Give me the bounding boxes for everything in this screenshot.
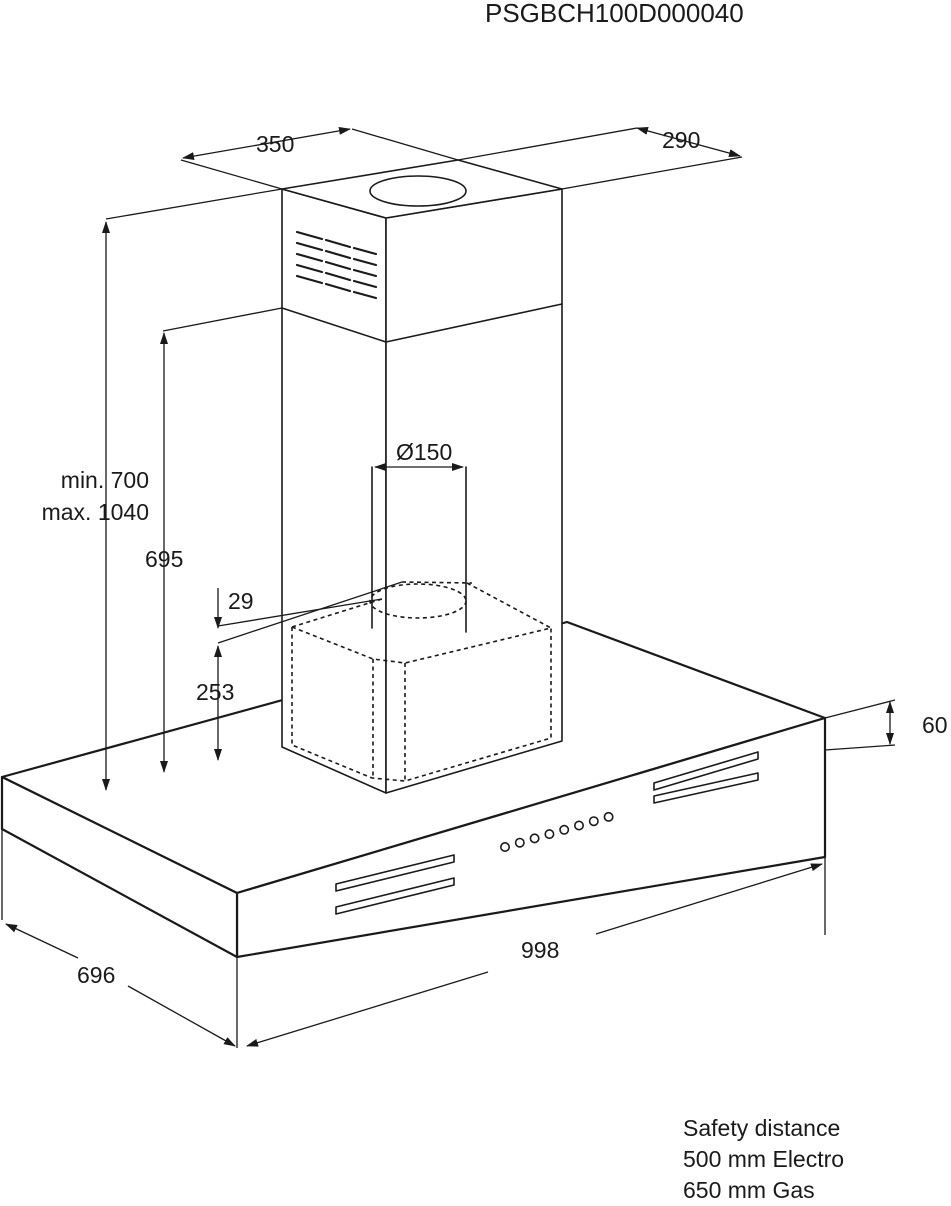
- label-height-695: 695: [145, 546, 183, 572]
- light-strip-right-upper: [653, 751, 759, 791]
- chimney-section-seam: [281, 303, 563, 343]
- chimney-right-face: [385, 188, 563, 794]
- label-offset-29: 29: [228, 588, 254, 614]
- control-button: [514, 837, 525, 848]
- label-width-350: 350: [256, 131, 294, 157]
- light-strip-left-upper: [335, 854, 455, 892]
- bottom-dimensions: [1, 829, 826, 1048]
- chimney: [281, 159, 563, 794]
- light-strip-right-lower: [653, 772, 759, 804]
- label-duct-diameter: Ø150: [396, 439, 452, 465]
- thickness-dimension: [824, 699, 896, 751]
- control-button: [499, 841, 510, 852]
- control-button: [559, 824, 570, 835]
- label-thickness-60: 60: [922, 712, 948, 738]
- label-height-253: 253: [196, 679, 234, 705]
- control-button: [544, 829, 555, 840]
- top-dimensions: [180, 126, 743, 190]
- safety-distance-gas: 650 mm Gas: [683, 1177, 815, 1203]
- depth-696-dim-a: [5, 923, 79, 959]
- label-depth-696: 696: [77, 962, 115, 988]
- width-998-dim-a: [246, 971, 489, 1047]
- control-button: [573, 820, 584, 831]
- label-height-max: max. 1040: [42, 499, 149, 525]
- height-dimensions: [102, 188, 403, 791]
- product-code: PSGBCH100D000040: [485, 0, 744, 28]
- vent-slots: [295, 230, 378, 300]
- depth-290-dim: [636, 127, 741, 157]
- safety-distance-note: Safety distance 500 mm Electro 650 mm Ga…: [683, 1113, 844, 1206]
- front-panel: [335, 751, 759, 915]
- depth-696-dim-b: [127, 985, 236, 1047]
- label-depth-290: 290: [662, 127, 700, 153]
- label-height-min: min. 700: [61, 467, 149, 493]
- label-width-998: 998: [521, 937, 559, 963]
- chimney-left-face: [281, 188, 387, 794]
- safety-distance-title: Safety distance: [683, 1115, 841, 1141]
- control-button: [603, 811, 614, 822]
- safety-distance-electro: 500 mm Electro: [683, 1146, 845, 1172]
- chimney-top-opening: [369, 175, 467, 207]
- width-998-dim-b: [595, 863, 823, 935]
- control-buttons: [499, 811, 614, 852]
- light-strip-left-lower: [335, 877, 455, 915]
- control-button: [529, 833, 540, 844]
- control-button: [588, 816, 599, 827]
- width-350-dim: [182, 126, 351, 161]
